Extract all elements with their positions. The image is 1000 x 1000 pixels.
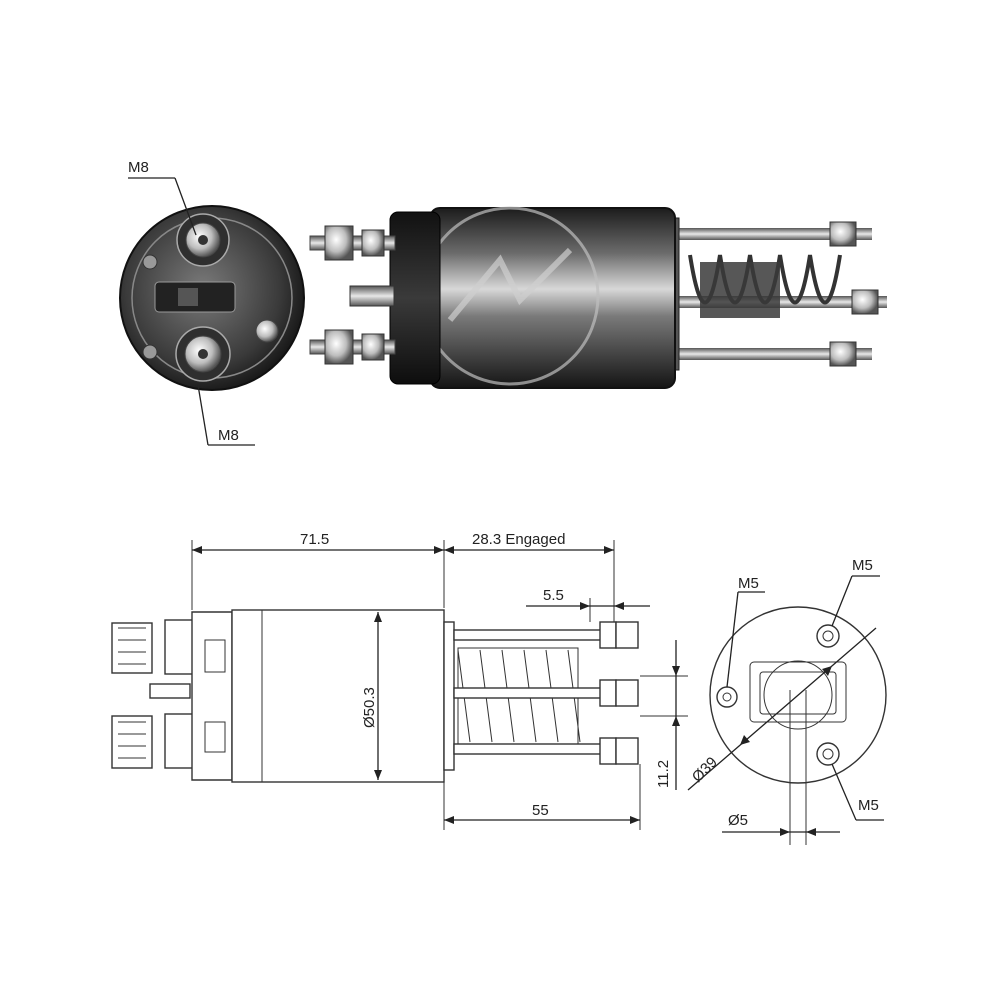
drawing-body (231, 609, 445, 783)
callout-leader-bottom (197, 384, 209, 446)
photo-side-view (309, 206, 887, 389)
photo-end-view: M8 M8 (119, 159, 305, 446)
drawing-end-view: Ø39 Ø5 M5 M5 M5 (687, 557, 887, 845)
callout-m8-top: M8 (128, 159, 149, 176)
bottom-terminal-stud (175, 326, 231, 382)
rod-bottom (672, 348, 872, 360)
callout-m5-top-right: M5 (852, 557, 873, 574)
callout-m8-bottom: M8 (218, 427, 239, 444)
dim-55: 55 (532, 802, 549, 819)
top-terminal-stud (176, 213, 230, 267)
dim-71-5: 71.5 (300, 531, 329, 548)
dim-diameter-5: Ø5 (728, 812, 748, 829)
drawing-side-view: 71.5 28.3 Engaged 5.5 Ø50.3 11.2 55 (111, 531, 688, 830)
dim-11-2: 11.2 (655, 760, 672, 788)
dim-5-5: 5.5 (543, 587, 564, 604)
side-terminal-bottom (309, 329, 396, 365)
terminal-cap (389, 211, 441, 385)
side-terminal-top (309, 225, 396, 261)
dim-diameter-39: Ø39 (689, 754, 721, 786)
rod-top (672, 228, 872, 240)
callout-m5-left: M5 (738, 575, 759, 592)
small-terminal (255, 319, 279, 343)
dim-diameter-50-3: Ø50.3 (361, 687, 378, 728)
dim-28-3-engaged: 28.3 Engaged (472, 531, 565, 548)
callout-m5-bottom-right: M5 (858, 797, 879, 814)
